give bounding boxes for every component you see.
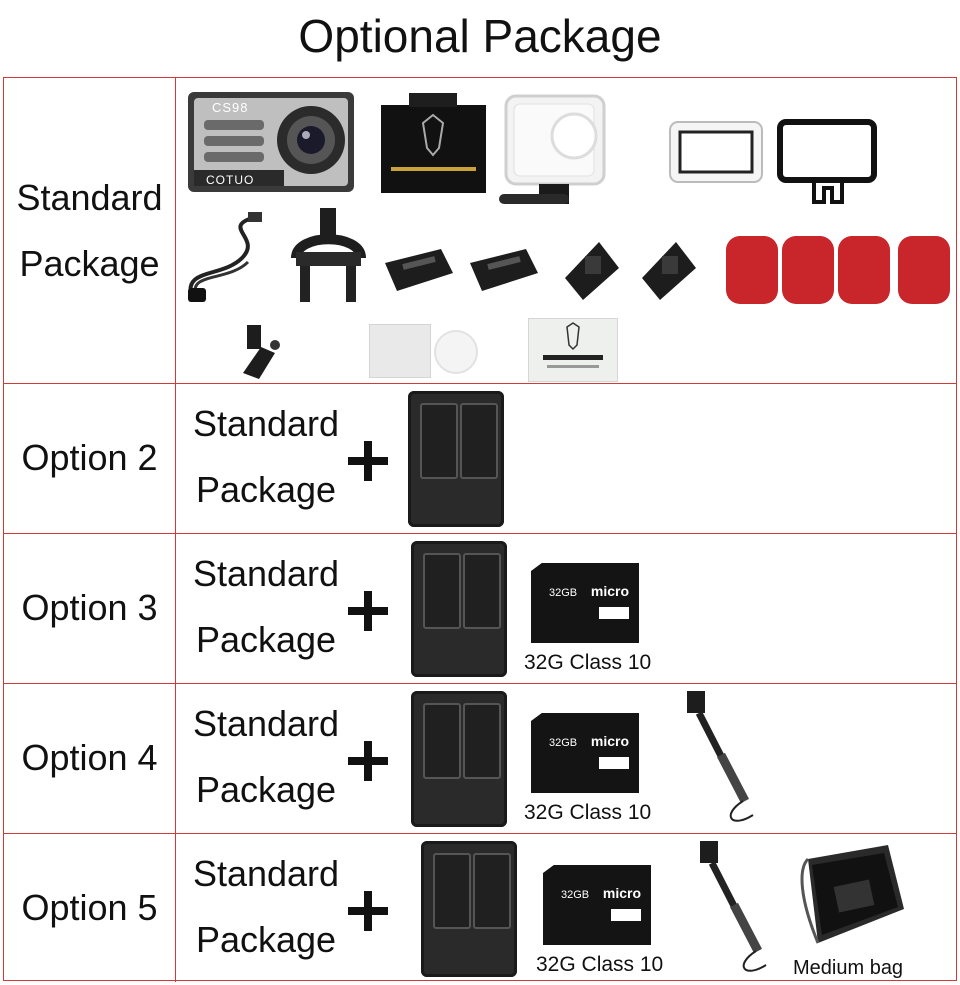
j-hook-mount-image	[231, 323, 286, 381]
usb-cable-image	[182, 208, 274, 308]
selfie-stick-image	[681, 689, 761, 829]
std-line-1: Standard	[192, 853, 340, 894]
row-label: Option 3	[4, 533, 176, 683]
microsd-card-image: 32GB micro	[531, 713, 639, 793]
plus-icon	[348, 441, 388, 481]
waterproof-case-image	[494, 88, 614, 218]
sd-card-caption: 32G Class 10	[536, 953, 664, 976]
std-line-1: Standard	[192, 703, 340, 744]
row-label: Option 4	[4, 683, 176, 833]
row-option-3: Option 3 Standard Package 32GB micro 32G…	[4, 533, 956, 684]
flat-mount-image	[381, 243, 456, 303]
row-standard-package: Standard Package CS98	[4, 78, 956, 384]
adhesive-pad-image	[726, 236, 778, 304]
std-line-1: Standard	[192, 403, 340, 444]
option-content: Standard Package 32GB micro 32G Class 10	[176, 833, 956, 982]
plus-icon	[348, 741, 388, 781]
sd-size-text: 32GB	[549, 737, 578, 749]
adhesive-pad-image	[838, 236, 890, 304]
row-option-5: Option 5 Standard Package 32GB micro 32G…	[4, 833, 956, 982]
standard-items: CS98 COTUO	[176, 78, 956, 383]
curved-mount-image	[636, 238, 701, 303]
std-line-1: Standard	[192, 553, 340, 594]
bike-mount-image	[286, 208, 371, 308]
std-line-2: Package	[195, 619, 337, 660]
package-table: Standard Package CS98	[3, 77, 957, 982]
sd-logo-text: micro	[590, 583, 629, 599]
option-content: Standard Package	[176, 383, 956, 533]
std-line-2: Package	[195, 769, 337, 810]
lens-cap-image	[434, 330, 478, 374]
flat-mount-image	[466, 243, 541, 303]
sd-logo-text: micro	[602, 885, 641, 901]
standard-package-text: Standard Package	[186, 541, 346, 673]
standard-package-text: Standard Package	[186, 391, 346, 523]
row-label: Option 5	[4, 833, 176, 982]
standard-package-text: Standard Package	[186, 691, 346, 823]
adhesive-pad-image	[782, 236, 834, 304]
option-label: Option 5	[21, 886, 158, 928]
frame-image	[666, 118, 766, 188]
cleaning-cloth-image	[369, 324, 431, 378]
label-line-2: Package	[19, 242, 160, 284]
dual-charger-image	[421, 841, 517, 977]
label-line-1: Standard	[16, 176, 163, 218]
option-content: Standard Package 32GB micro 32G Class 10	[176, 683, 956, 833]
row-label: Option 2	[4, 383, 176, 533]
option-label: Option 4	[21, 737, 158, 778]
camera-image: CS98 COTUO	[186, 90, 356, 195]
microsd-card-image: 32GB micro	[543, 865, 651, 945]
option-label: Option 3	[21, 587, 158, 628]
standard-package-text: Standard Package	[186, 841, 346, 973]
dual-charger-image	[411, 541, 507, 677]
option-label: Option 2	[21, 437, 158, 478]
row-option-2: Option 2 Standard Package	[4, 383, 956, 534]
adhesive-pad-image	[898, 236, 950, 304]
std-line-2: Package	[195, 919, 337, 960]
battery-image	[381, 93, 486, 193]
dual-charger-image	[411, 691, 507, 827]
sd-card-caption: 32G Class 10	[524, 651, 652, 674]
medium-bag-image	[788, 839, 908, 949]
sd-size-text: 32GB	[561, 889, 590, 901]
plus-icon	[348, 891, 388, 931]
page-title: Optional Package	[298, 10, 662, 62]
row-option-4: Option 4 Standard Package 32GB micro 32G…	[4, 683, 956, 834]
curved-mount-image	[559, 238, 624, 303]
sd-logo-text: micro	[590, 733, 629, 749]
selfie-stick-image	[694, 839, 774, 979]
manual-image	[528, 318, 618, 382]
sd-size-text: 32GB	[549, 587, 578, 599]
bag-caption: Medium bag	[793, 957, 904, 979]
microsd-card-image: 32GB micro	[531, 563, 639, 643]
camera-brand-text: COTUO	[206, 173, 255, 187]
option-content: Standard Package 32GB micro 32G Class 10	[176, 533, 956, 683]
std-line-2: Package	[195, 469, 337, 510]
sd-card-caption: 32G Class 10	[524, 801, 652, 824]
row-label: Standard Package	[4, 78, 176, 383]
frame-mount-image	[776, 118, 878, 208]
plus-icon	[348, 591, 388, 631]
camera-model-text: CS98	[212, 100, 249, 115]
dual-charger-image	[408, 391, 504, 527]
